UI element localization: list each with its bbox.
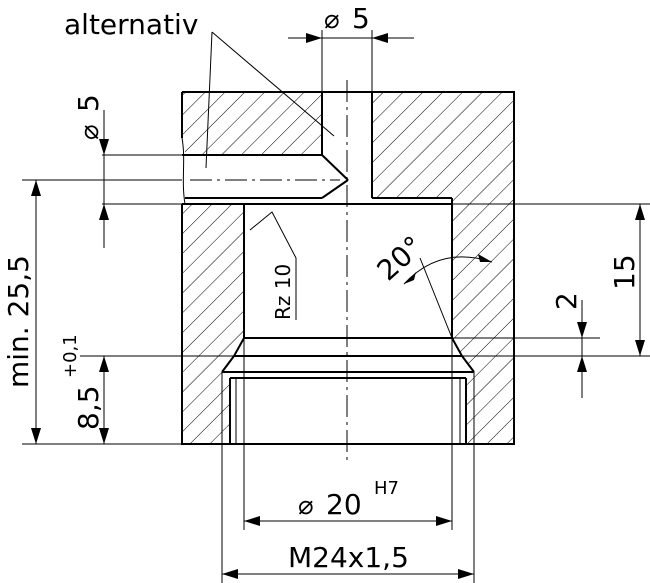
dim-chamfer-angle-label: 20°	[371, 229, 430, 287]
roughness-symbol	[249, 211, 297, 320]
dim-thread-tolerance: +0,1	[60, 334, 81, 378]
dim-bore-diameter-value: 20	[326, 488, 362, 521]
dim-thread	[221, 444, 475, 583]
dim-thread-depth	[80, 355, 234, 444]
dim-bore-diameter	[243, 338, 453, 530]
dim-left-diameter-symbol: ⌀	[75, 124, 105, 140]
dim-min-depth-label: min. 25,5	[2, 255, 35, 388]
center-lines	[190, 80, 348, 460]
part-outline	[181, 91, 515, 445]
alternativ-leaders	[205, 31, 335, 169]
section-hatching	[182, 92, 514, 444]
dim-left-diameter	[99, 110, 182, 248]
dim-top-diameter-symbol: ⌀	[324, 5, 340, 35]
dim-top-diameter-value: 5	[352, 2, 370, 35]
dim-right-depths	[452, 203, 650, 398]
dim-roughness-label: Rz 10	[271, 264, 295, 320]
hatch-left-lower	[182, 204, 244, 444]
dim-left-diameter-value: 5	[72, 94, 105, 112]
dim-thread-label: M24x1,5	[288, 541, 409, 574]
hatch-right-lower	[452, 204, 514, 444]
dim-thread-depth-label: 8,5	[72, 385, 105, 430]
hatch-right-upper	[372, 92, 514, 204]
hatch-left-upper	[182, 92, 322, 155]
dim-bore-depth-label: 15	[608, 254, 641, 290]
dim-undercut-label: 2	[550, 292, 583, 310]
dim-top-diameter	[288, 30, 414, 92]
note-alternativ: alternativ	[64, 8, 198, 41]
angle-dimension	[403, 254, 493, 339]
dim-bore-diameter-symbol: ⌀	[298, 491, 314, 521]
dim-bore-fit-label: H7	[374, 478, 399, 499]
dim-min-depth	[22, 179, 182, 445]
